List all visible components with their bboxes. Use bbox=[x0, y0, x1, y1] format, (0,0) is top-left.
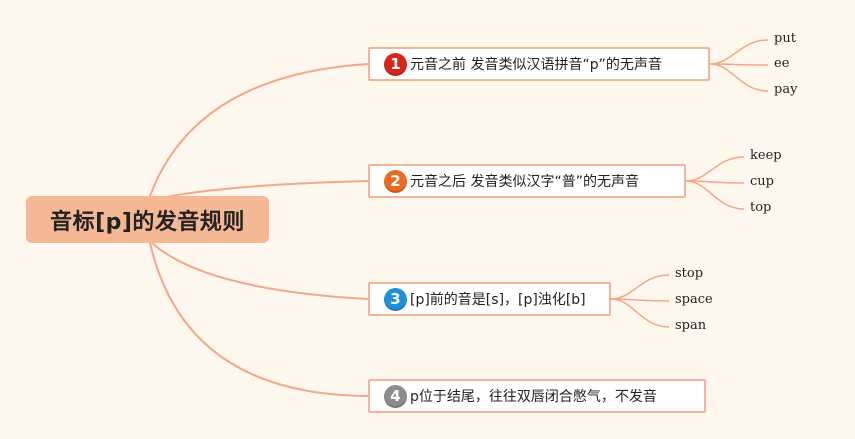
leaf-topic-span[interactable]: span bbox=[675, 318, 707, 333]
connector-b3-leaf-3 bbox=[610, 298, 670, 328]
leaf-topic-stop[interactable]: stop bbox=[675, 266, 704, 281]
leaf-topic-top[interactable]: top bbox=[750, 200, 772, 215]
number-1-badge-icon: 1 bbox=[384, 52, 407, 76]
leaf-topic-space[interactable]: space bbox=[675, 292, 713, 307]
leaf-topic-cup[interactable]: cup bbox=[750, 174, 774, 189]
number-2-badge-icon: 2 bbox=[384, 169, 407, 193]
connector-root-branch-1 bbox=[149, 63, 369, 197]
connector-b2-leaf-3 bbox=[685, 180, 745, 210]
leaf-topic-ee[interactable]: ee bbox=[774, 56, 790, 71]
branch-topic-4[interactable]: 4 p位于结尾，往往双唇闭合憋气，不发音 bbox=[368, 379, 706, 413]
branch-topic-3[interactable]: 3 [p]前的音是[s]，[p]浊化[b] bbox=[368, 282, 611, 316]
branch-3-text: [p]前的音是[s]，[p]浊化[b] bbox=[410, 292, 586, 308]
connector-root-branch-4 bbox=[149, 242, 369, 397]
connector-b3-leaf-1 bbox=[610, 274, 670, 300]
connector-root-branch-3 bbox=[151, 242, 369, 300]
number-3-badge-icon: 3 bbox=[384, 287, 407, 311]
connector-b1-leaf-1 bbox=[709, 39, 769, 65]
branch-1-text: 元音之前 发音类似汉语拼音“p”的无声音 bbox=[410, 57, 662, 73]
number-4-badge-icon: 4 bbox=[384, 384, 407, 408]
branch-topic-2[interactable]: 2 元音之后 发音类似汉字“普”的无声音 bbox=[368, 164, 686, 198]
leaf-topic-keep[interactable]: keep bbox=[750, 148, 782, 163]
connector-b1-leaf-3 bbox=[709, 63, 769, 92]
connector-b2-leaf-1 bbox=[685, 156, 745, 182]
branch-4-text: p位于结尾，往往双唇闭合憋气，不发音 bbox=[410, 389, 657, 405]
branch-topic-1[interactable]: 1 元音之前 发音类似汉语拼音“p”的无声音 bbox=[368, 47, 710, 81]
leaf-topic-pay[interactable]: pay bbox=[774, 82, 798, 97]
leaf-topic-put[interactable]: put bbox=[774, 31, 796, 46]
branch-2-text: 元音之后 发音类似汉字“普”的无声音 bbox=[410, 174, 639, 190]
root-topic[interactable]: 音标[p]的发音规则 bbox=[26, 196, 269, 243]
